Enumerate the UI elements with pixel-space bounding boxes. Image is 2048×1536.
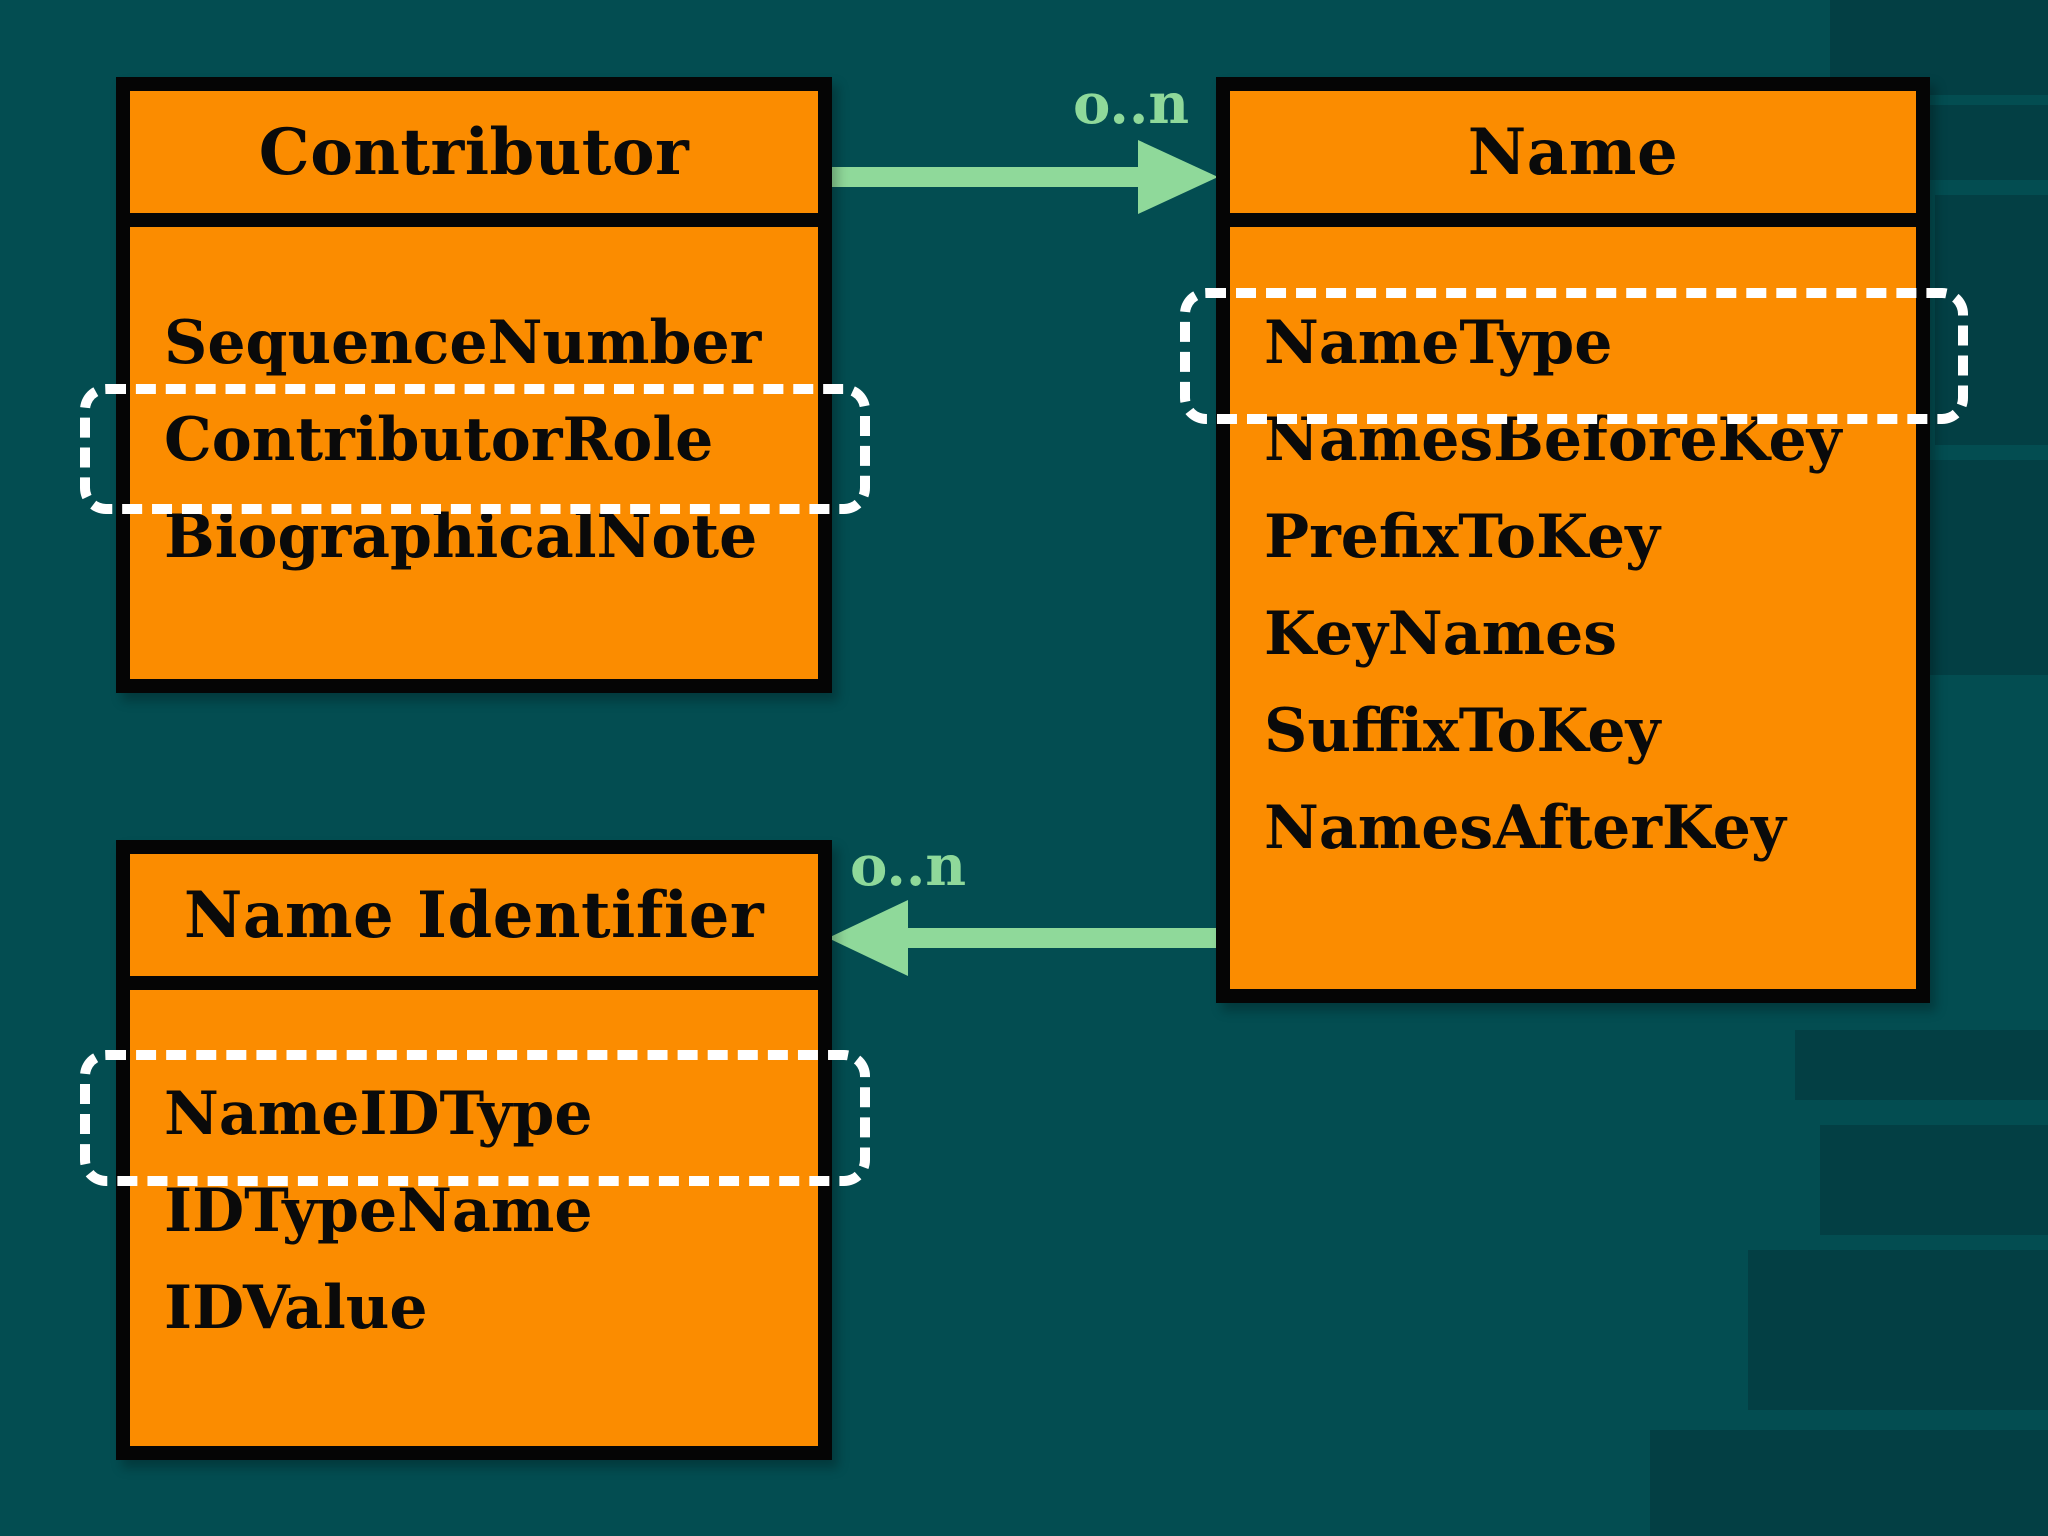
background-decoration [1748, 1250, 2048, 1410]
attribute-sequence-number: SequenceNumber [164, 308, 762, 378]
attribute-name-id-type: NameIDType [164, 1079, 593, 1149]
highlight-name-id-type [80, 1050, 870, 1186]
background-decoration [1650, 1430, 2048, 1536]
entity-header: Contributor [130, 91, 818, 227]
attribute-prefix-to-key: PrefixToKey [1264, 502, 1660, 572]
entity-title: Name [1467, 114, 1679, 190]
connector-line-name-identifier [900, 928, 1218, 948]
arrowhead-to-name [1138, 140, 1218, 214]
entity-name-identifier: Name Identifier NameIDType IDTypeName ID… [116, 840, 832, 1460]
entity-header: Name Identifier [130, 854, 818, 990]
attribute-name-type: NameType [1264, 308, 1613, 378]
attribute-contributor-role: ContributorRole [164, 405, 714, 475]
connector-line-contributor-name [830, 167, 1142, 187]
highlight-name-type [1180, 288, 1968, 424]
entity-title: Contributor [258, 114, 690, 190]
background-decoration [1915, 460, 2048, 675]
entity-contributor: Contributor SequenceNumber ContributorRo… [116, 77, 832, 693]
attribute-id-value: IDValue [164, 1273, 428, 1343]
attribute-names-after-key: NamesAfterKey [1264, 793, 1786, 863]
multiplicity-label-name-identifier: o..n [850, 833, 967, 899]
entity-name: Name NameType NamesBeforeKey PrefixToKey… [1216, 77, 1930, 1003]
highlight-contributor-role [80, 384, 870, 514]
attribute-suffix-to-key: SuffixToKey [1264, 696, 1661, 766]
background-decoration [1795, 1030, 2048, 1100]
arrowhead-to-name-identifier [828, 900, 908, 976]
attribute-id-type-name: IDTypeName [164, 1176, 593, 1246]
attribute-biographical-note: BiographicalNote [164, 502, 758, 572]
attribute-key-names: KeyNames [1264, 599, 1618, 669]
entity-header: Name [1230, 91, 1916, 227]
multiplicity-label-contributor-name: o..n [1073, 71, 1190, 137]
entity-title: Name Identifier [183, 877, 765, 953]
background-decoration [1820, 1125, 2048, 1235]
